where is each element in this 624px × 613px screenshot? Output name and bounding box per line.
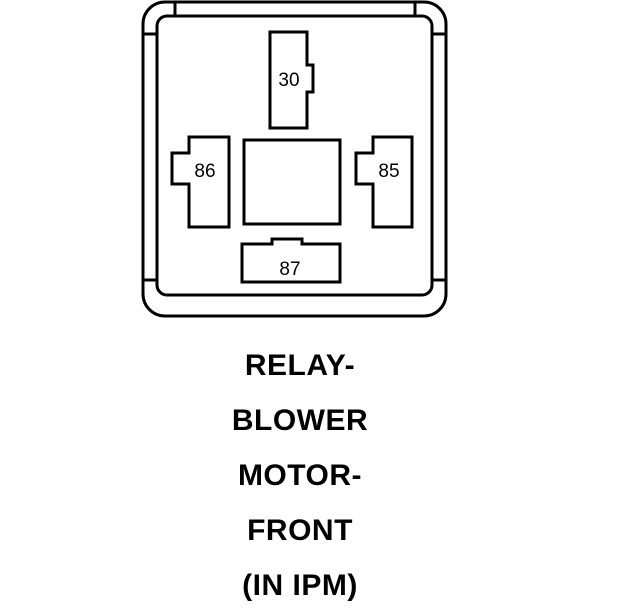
pin-30-terminal: [268, 30, 315, 130]
caption-line-5: (IN IPM): [242, 569, 358, 602]
pin-86-label: 86: [194, 161, 215, 182]
pin-85-terminal: [354, 135, 414, 229]
caption-line-1: RELAY-: [244, 349, 356, 382]
relay-connector-diagram: 30 86 85 87: [141, 0, 448, 318]
pin-85-label: 85: [378, 161, 399, 182]
pin-87-terminal: [240, 237, 342, 284]
relay-housing-inner: [155, 14, 434, 297]
pin-87-label: 87: [279, 259, 300, 280]
caption-line-3: MOTOR-: [237, 459, 363, 492]
relay-caption: RELAY- BLOWER MOTOR- FRONT (IN IPM): [0, 338, 600, 613]
relay-center-block: [242, 138, 342, 226]
caption-line-2: BLOWER: [231, 404, 369, 437]
relay-housing-outer: [141, 0, 448, 318]
caption-line-4: FRONT: [247, 514, 353, 547]
pin-86-terminal: [170, 135, 231, 229]
pin-30-label: 30: [278, 70, 299, 91]
